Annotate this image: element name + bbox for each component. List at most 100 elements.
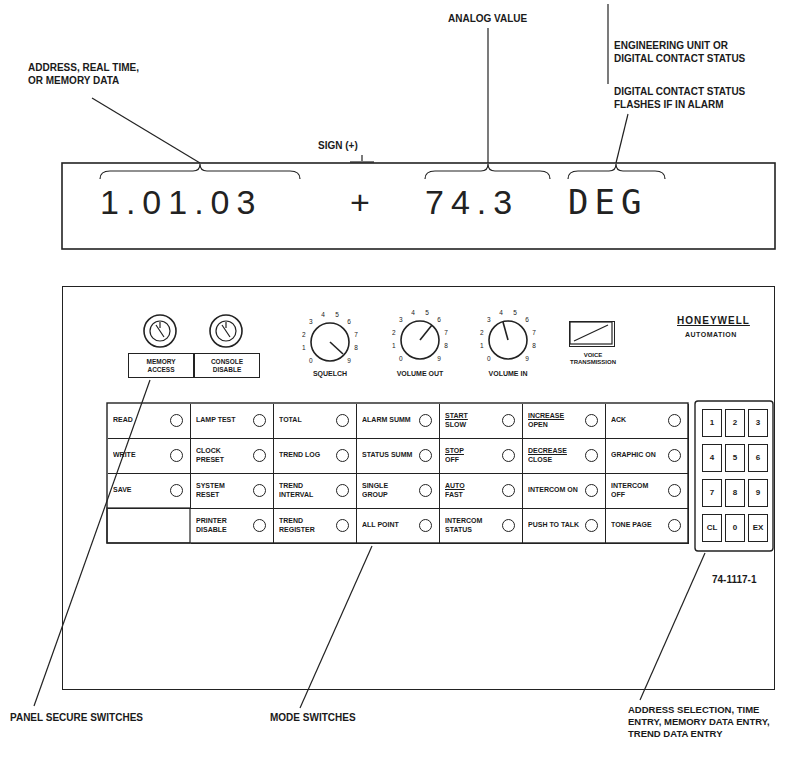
leader-line — [616, 114, 628, 163]
switch-lamp — [336, 484, 349, 497]
switch-label: ALARM SUMM — [362, 416, 414, 424]
switch-label: PUSH TO TALK — [528, 521, 580, 529]
leader-line — [300, 546, 372, 708]
switch-label: SINGLE GROUP — [362, 482, 414, 498]
mode-switch: LAMP TEST — [191, 404, 274, 439]
switch-lamp — [502, 414, 515, 427]
mode-switch: DECREASECLOSE — [523, 439, 606, 474]
switch-label: CLOCK PRESET — [196, 447, 248, 463]
key-switch — [216, 321, 236, 341]
keypad-key: 7 — [702, 479, 722, 507]
switch-lamp — [336, 449, 349, 462]
dial-number: 2 — [477, 329, 487, 337]
switch-lamp — [336, 519, 349, 532]
switch-lamp — [585, 414, 598, 427]
keypad-key: 0 — [725, 514, 745, 542]
switch-text-area: TREND INTERVAL — [279, 475, 331, 506]
switch-label: INTERCOM STATUS — [445, 517, 497, 533]
switch-text-area: ALL POINT — [362, 510, 414, 541]
knob-pointer — [503, 322, 508, 340]
dial-number: 7 — [529, 329, 539, 337]
dial-number: 1 — [477, 342, 487, 350]
dial-number: 1 — [299, 344, 309, 352]
mode-switch: STARTSLOW — [440, 404, 523, 439]
keypad-key: 4 — [702, 444, 722, 472]
switch-label: TONE PAGE — [611, 521, 663, 529]
switch-label: INTERCOM OFF — [611, 482, 663, 498]
knob-pointer — [420, 325, 432, 340]
key-legend: 9 — [756, 489, 760, 497]
callout-label: ADDRESS SELECTION, TIME ENTRY, MEMORY DA… — [628, 704, 778, 740]
switch-text-area: TREND REGISTER — [279, 510, 331, 541]
switch-label: INTERCOM ON — [528, 486, 580, 494]
dial-number: 6 — [522, 316, 532, 324]
switch-text-area: AUTOFAST — [445, 475, 497, 506]
switch-label: PRINTER DISABLE — [196, 517, 248, 533]
mode-switch: ACK — [606, 404, 689, 439]
mode-grid-frame — [107, 403, 688, 543]
mode-switch: STOPOFF — [440, 439, 523, 474]
dial-number: 8 — [441, 342, 451, 350]
switch-lamp — [668, 449, 681, 462]
switch-text-area: PRINTER DISABLE — [196, 510, 248, 541]
leader-line — [34, 380, 150, 706]
dial-number: 1 — [389, 342, 399, 350]
keypad-key: 6 — [748, 444, 768, 472]
callout-label: SIGN (+) — [318, 140, 398, 153]
control-panel: HONEYWELLAUTOMATIONMEMORY ACCESSCONSOLE … — [62, 286, 775, 690]
switch-label: STATUS SUMM — [362, 451, 414, 459]
mode-switch: TREND REGISTER — [274, 509, 357, 544]
mode-switch: INTERCOM OFF — [606, 474, 689, 509]
dial-number: 6 — [434, 316, 444, 324]
dial-number: 0 — [396, 355, 406, 363]
switch-lamp — [170, 414, 183, 427]
switch-label: STOP — [445, 447, 497, 455]
switch-lamp — [253, 519, 266, 532]
switch-lamp — [419, 519, 432, 532]
analog-readout: 74.3 — [425, 183, 519, 222]
mode-switch: GRAPHIC ON — [606, 439, 689, 474]
keypad-key: 5 — [725, 444, 745, 472]
dial-number: 7 — [441, 329, 451, 337]
switch-text-area: TONE PAGE — [611, 510, 663, 541]
key-legend: 3 — [756, 419, 760, 427]
brace — [425, 164, 550, 179]
leader-line — [640, 553, 705, 700]
mode-switch: PUSH TO TALK — [523, 509, 606, 544]
key-legend: EX — [753, 524, 764, 532]
callout-label: PANEL SECURE SWITCHES — [10, 712, 210, 725]
figure-number: 74-1117-1 — [712, 574, 792, 587]
key-legend: 0 — [733, 524, 737, 532]
meter-label: VOICE TRANSMISSION — [564, 352, 622, 366]
key-legend: 6 — [756, 454, 760, 462]
dial-number: 0 — [484, 355, 494, 363]
mode-switch: SINGLE GROUP — [357, 474, 440, 509]
dial-number: 7 — [351, 331, 361, 339]
leader-line — [92, 98, 200, 163]
switch-lamp — [585, 484, 598, 497]
mode-switch: TREND LOG — [274, 439, 357, 474]
mode-switch: INTERCOM STATUS — [440, 509, 523, 544]
dial-number: 3 — [396, 316, 406, 324]
switch-lamp — [668, 484, 681, 497]
callout-label: DIGITAL CONTACT STATUS FLASHES IF IN ALA… — [614, 86, 764, 111]
dial-number: 8 — [529, 342, 539, 350]
key-legend: 8 — [733, 489, 737, 497]
switch-label: CLOSE — [528, 456, 580, 464]
keypad-housing — [695, 401, 773, 551]
mode-switch: WRITE — [108, 439, 191, 474]
switch-label: ACK — [611, 416, 663, 424]
switch-text-area: STOPOFF — [445, 440, 497, 471]
switch-lamp — [668, 414, 681, 427]
key-slot — [222, 322, 230, 337]
switch-text-area: INTERCOM STATUS — [445, 510, 497, 541]
key-legend: 1 — [710, 419, 714, 427]
dial-number: 5 — [422, 309, 432, 317]
keypad-key: CL — [702, 514, 722, 542]
key-legend: 7 — [710, 489, 714, 497]
switch-text-area: DECREASECLOSE — [528, 440, 580, 471]
knob-label: VOLUME OUT — [390, 370, 450, 379]
dial-number: 4 — [496, 309, 506, 317]
knob — [401, 321, 439, 359]
switch-text-area: GRAPHIC ON — [611, 440, 663, 471]
